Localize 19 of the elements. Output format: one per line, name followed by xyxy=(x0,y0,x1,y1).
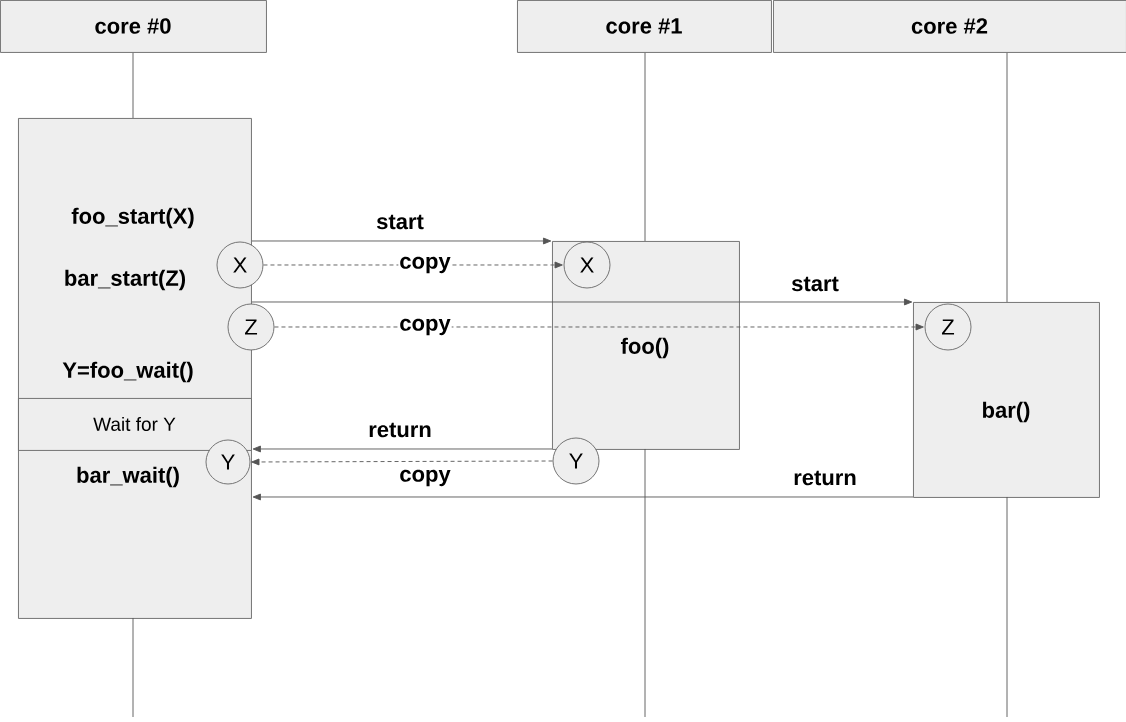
arrow xyxy=(274,323,924,331)
arrow xyxy=(252,493,914,501)
lifeline xyxy=(644,52,646,718)
edge-label: copy xyxy=(398,317,452,337)
edge-label: start xyxy=(375,213,425,231)
arrow xyxy=(251,237,552,245)
lifeline-header: core #2 xyxy=(773,0,1126,53)
arrow xyxy=(252,445,553,453)
edge-label: start xyxy=(790,275,840,293)
lifeline xyxy=(1006,52,1008,718)
arrow xyxy=(251,458,553,466)
edge-label: return xyxy=(367,421,433,439)
arrow xyxy=(263,261,563,269)
edge-label: return xyxy=(792,469,858,487)
arrow xyxy=(251,298,913,306)
edge-label: copy xyxy=(398,255,452,275)
lifeline-header: core #0 xyxy=(0,0,267,53)
lifeline-header: core #1 xyxy=(517,0,772,53)
edge-label: copy xyxy=(398,468,452,488)
